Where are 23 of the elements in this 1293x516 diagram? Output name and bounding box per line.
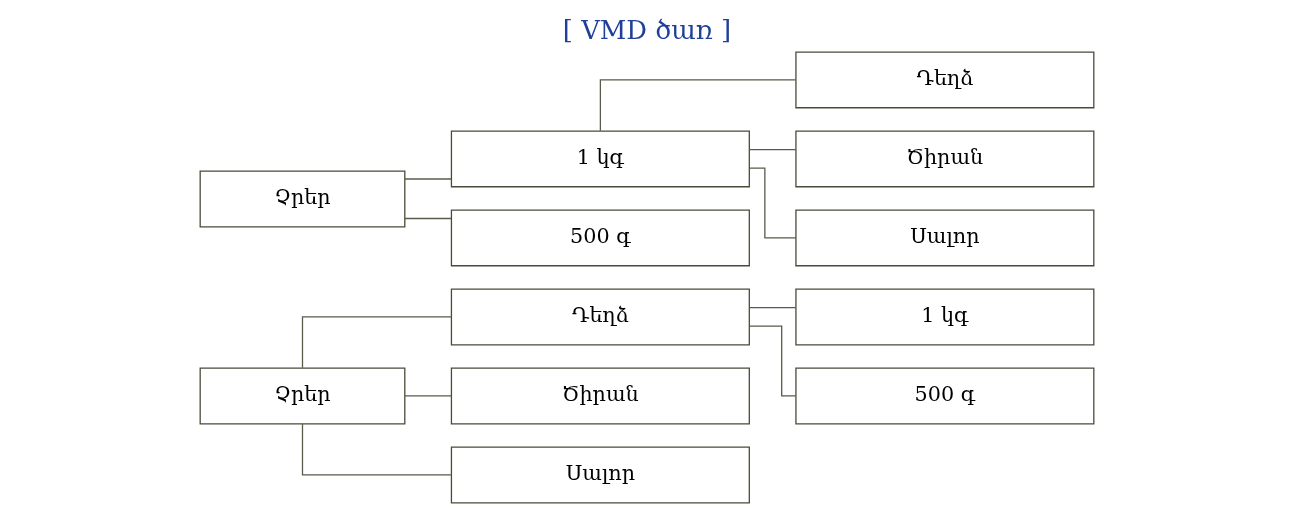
node-box: Ծիրան [794, 130, 1094, 188]
connector [748, 149, 796, 151]
node-box: Դեղձ [450, 288, 750, 346]
connector [599, 79, 796, 132]
node-box: Չրեր [199, 170, 405, 228]
diagram-title: [ VMD ծառ ] [562, 15, 731, 46]
node-box: Սալոր [450, 446, 750, 504]
node-box: Ծիրան [450, 367, 750, 425]
connector [403, 217, 452, 220]
connector [403, 178, 452, 180]
connector [403, 395, 452, 397]
node-box: 500 գ [794, 367, 1094, 425]
node-box: 1 կգ [450, 130, 750, 188]
connector [301, 423, 452, 476]
node-box: Դեղձ [794, 51, 1094, 109]
node-box: Սալոր [794, 209, 1094, 267]
node-box: Չրեր [199, 367, 405, 425]
connector [301, 316, 452, 369]
node-box: 500 գ [450, 209, 750, 267]
connector [748, 307, 796, 309]
connector [748, 167, 796, 239]
node-box: 1 կգ [794, 288, 1094, 346]
connector [748, 325, 796, 397]
